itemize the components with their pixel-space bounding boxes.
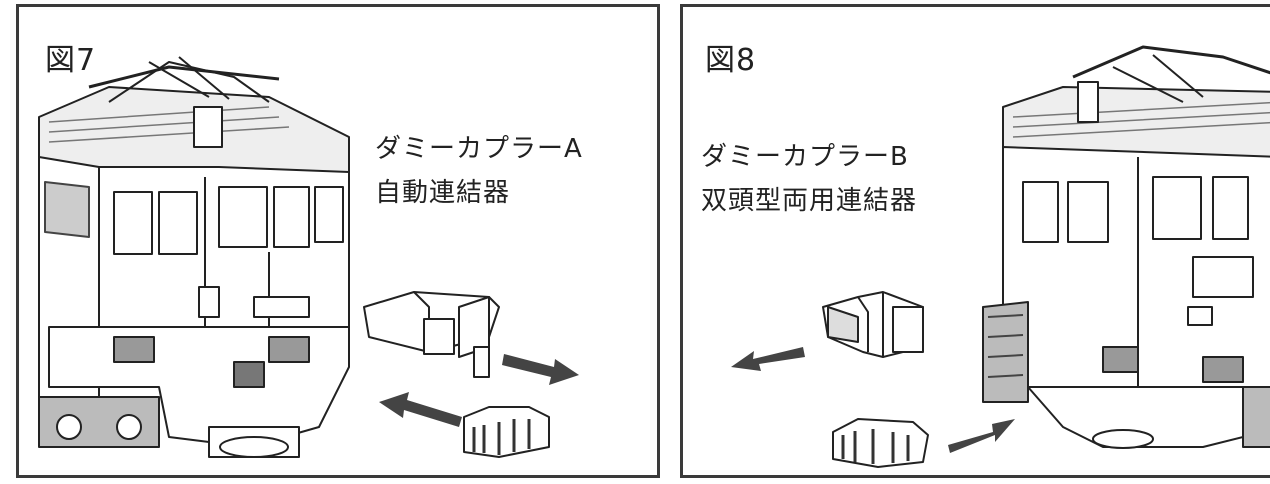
figure-label: 図8 [705, 43, 757, 78]
coupler-knuckle-part [832, 418, 929, 468]
caption-coupler-type: 双頭型両用連結器 [701, 186, 918, 216]
caption: ダミーカプラーB 双頭型両用連結器 [701, 135, 917, 223]
dummy-coupler-b [822, 291, 924, 358]
arrow-left-icon [379, 392, 462, 427]
locomotive-front-illustration [982, 45, 1270, 449]
caption: ダミーカプラーA 自動連結器 [375, 127, 583, 215]
caption-coupler-type: 自動連結器 [375, 178, 511, 208]
figure-7-drawing [38, 56, 579, 458]
figure-7-panel: 図7 ダミーカプラーA 自動連結器 [16, 4, 660, 478]
arrow-left-icon [731, 347, 805, 371]
figure-8-drawing [731, 45, 1270, 468]
caption-coupler-name: ダミーカプラーB [701, 142, 909, 172]
locomotive-front-illustration [38, 56, 350, 458]
figure-8-panel: 図8 ダミーカプラーB 双頭型両用連結器 [680, 4, 1270, 478]
figure-label: 図7 [45, 43, 97, 78]
arrow-right-icon [948, 419, 1015, 453]
caption-coupler-name: ダミーカプラーA [375, 134, 583, 164]
dummy-coupler-a [363, 291, 500, 378]
arrow-right-icon [502, 354, 579, 385]
coupler-knuckle-part [463, 406, 550, 458]
